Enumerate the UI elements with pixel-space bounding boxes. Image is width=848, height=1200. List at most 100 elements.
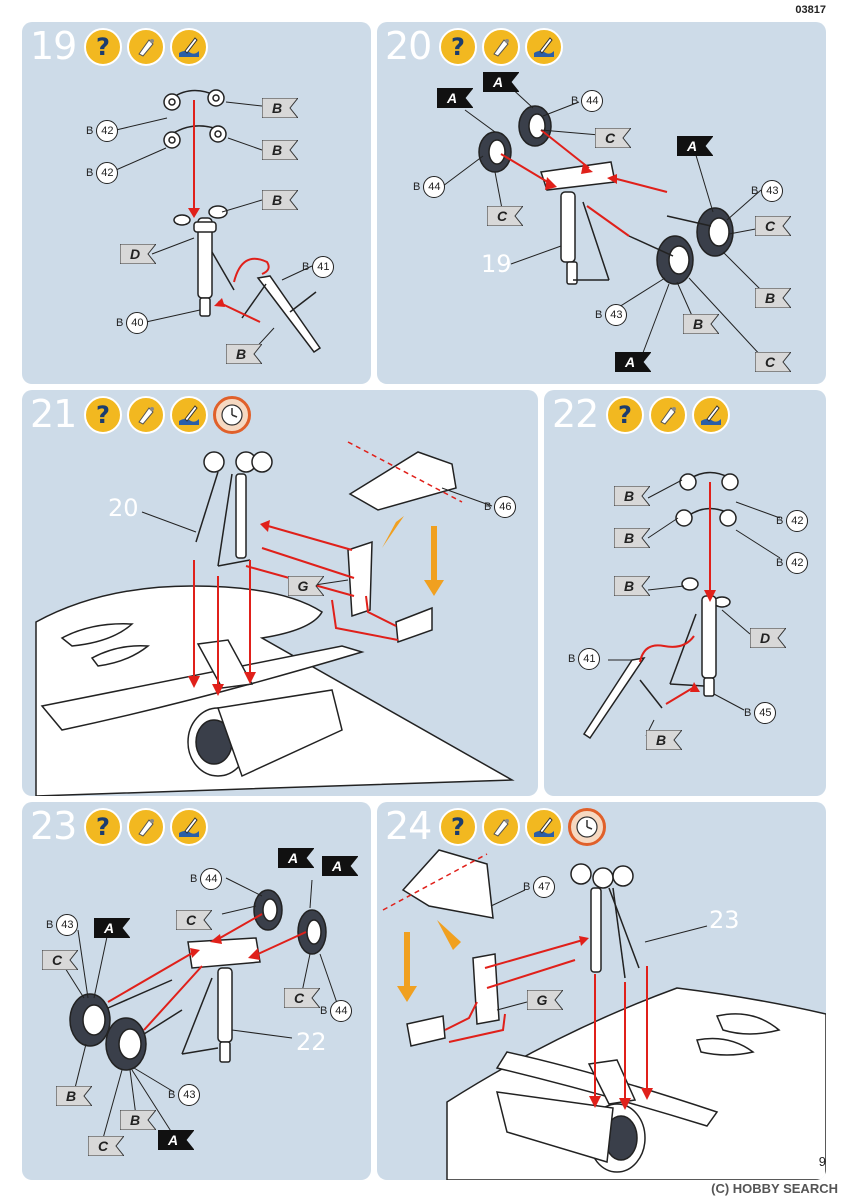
sub-assembly-label: 22 (296, 1028, 327, 1056)
page-number: 9 (818, 1154, 826, 1169)
question-icon: ? (439, 28, 477, 66)
step-20-drawing (442, 83, 764, 359)
watermark: (C) HOBBY SEARCH (711, 1181, 838, 1196)
question-icon: ? (84, 396, 122, 434)
glue-icon (649, 396, 687, 434)
sub-assembly-label: 23 (709, 906, 740, 934)
sub-assembly-label: 19 (481, 250, 512, 278)
question-icon: ? (606, 396, 644, 434)
sprue-flag: C (176, 910, 212, 930)
glue-icon (482, 28, 520, 66)
sprue-flag: C (755, 352, 791, 372)
sprue-flag: C (42, 950, 78, 970)
step-22-panel: 22 ? (544, 390, 826, 796)
glue-icon (482, 808, 520, 846)
sprue-flag: D (750, 628, 786, 648)
sprue-flag: B (120, 1110, 156, 1130)
step-number: 23 (30, 804, 77, 848)
question-icon: ? (84, 28, 122, 66)
sprue-flag: A (483, 72, 519, 92)
sprue-flag: B (614, 486, 650, 506)
sprue-flag: G (527, 990, 563, 1010)
sprue-flag: D (120, 244, 156, 264)
sprue-flag: B (262, 140, 298, 160)
sprue-flag: B (755, 288, 791, 308)
step-number: 21 (30, 392, 77, 436)
question-icon: ? (84, 808, 122, 846)
sprue-flag: B (262, 98, 298, 118)
paint-icon (525, 28, 563, 66)
page-code: 03817 (795, 4, 826, 16)
question-icon: ? (439, 808, 477, 846)
sprue-flag: A (322, 856, 358, 876)
sprue-flag: A (437, 88, 473, 108)
step-23-drawing (59, 877, 339, 1143)
step-icons: ? (84, 28, 208, 66)
sprue-flag: A (94, 918, 130, 938)
sprue-flag: C (284, 988, 320, 1008)
sprue-flag: C (595, 128, 631, 148)
sprue-flag: B (56, 1086, 92, 1106)
step-icons: ? (84, 808, 208, 846)
step-23-panel: 23 ? (22, 802, 371, 1180)
sprue-flag: C (755, 216, 791, 236)
step-19-panel: 19 ? (22, 22, 371, 384)
glue-icon (127, 28, 165, 66)
sprue-flag: G (288, 576, 324, 596)
clock-icon (213, 396, 251, 434)
sprue-flag: B (226, 344, 262, 364)
step-icons: ? (84, 396, 251, 434)
glue-icon (127, 396, 165, 434)
step-icons: ? (606, 396, 730, 434)
sprue-flag: A (158, 1130, 194, 1150)
step-icons: ? (439, 28, 563, 66)
step-number: 22 (552, 392, 599, 436)
sprue-flag: A (677, 136, 713, 156)
paint-icon (170, 28, 208, 66)
sprue-flag: C (88, 1136, 124, 1156)
sub-assembly-label: 20 (108, 494, 139, 522)
sprue-flag: B (614, 576, 650, 596)
sprue-flag: A (615, 352, 651, 372)
step-24-drawing (382, 849, 826, 1180)
clock-icon (568, 808, 606, 846)
sprue-flag: C (487, 206, 523, 226)
step-21-panel: 21 ? (22, 390, 538, 796)
sprue-flag: B (683, 314, 719, 334)
step-19-drawing (115, 89, 322, 354)
paint-icon (692, 396, 730, 434)
step-20-panel: 20 ? (377, 22, 826, 384)
step-number: 20 (385, 24, 432, 68)
step-number: 19 (30, 24, 77, 68)
step-24-panel: 24 ? (377, 802, 826, 1180)
paint-icon (170, 396, 208, 434)
glue-icon (127, 808, 165, 846)
sprue-flag: B (646, 730, 682, 750)
step-21-drawing (35, 441, 515, 796)
sprue-flag: B (262, 190, 298, 210)
step-icons: ? (439, 808, 606, 846)
sprue-flag: B (614, 528, 650, 548)
step-number: 24 (385, 804, 432, 848)
step-22-drawing (582, 471, 781, 740)
paint-icon (525, 808, 563, 846)
paint-icon (170, 808, 208, 846)
